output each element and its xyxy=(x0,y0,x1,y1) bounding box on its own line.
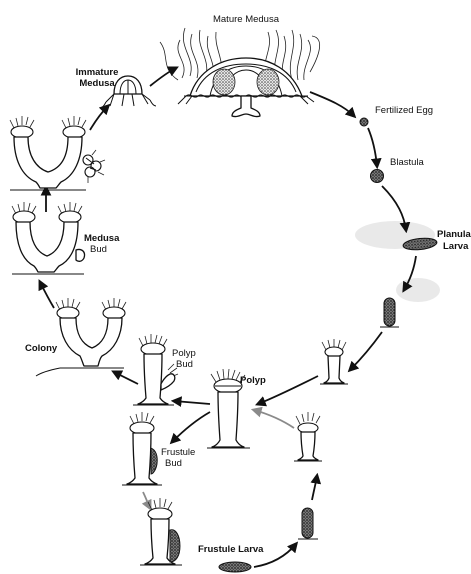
frustule-bud xyxy=(151,448,157,474)
mature-medusa-label: Mature Medusa xyxy=(213,14,280,25)
arrow-polyp-bud-to-colony xyxy=(114,372,138,384)
planula-larva-label-line2: Larva xyxy=(443,241,469,252)
planula-larva-label-line1: Planula xyxy=(437,229,471,240)
arrow-lower-young-polyp-to-polyp xyxy=(254,410,294,428)
medusa-gonad-right xyxy=(257,69,279,95)
blastula-label: Blastula xyxy=(390,157,425,168)
polyp-label: Polyp xyxy=(240,375,266,386)
medusa-bud-label-line1: Medusa xyxy=(84,233,120,244)
polyp-bud-label-line2: Bud xyxy=(176,359,193,370)
frustule-larva-label: Frustule Larva xyxy=(198,544,264,555)
arrow-polyp-to-frustule-bud xyxy=(172,412,210,442)
arrow-settled-to-young-polyp xyxy=(350,332,382,370)
immature-medusa-label-line1: Immature xyxy=(76,67,119,78)
arrow-colony-to-medusa-bud xyxy=(40,282,54,308)
medusa-manubrium xyxy=(232,96,260,117)
colony xyxy=(36,298,126,376)
polyp-with-frustule-bud xyxy=(122,412,162,485)
developing-medusae-cluster xyxy=(83,150,105,183)
arrow-medusa-to-egg xyxy=(310,92,354,116)
immature-medusa-label-line2: Medusa xyxy=(79,78,115,89)
polyp-bud-label-line1: Polyp xyxy=(172,348,196,359)
young-polyp xyxy=(320,339,348,384)
blastula xyxy=(371,170,384,183)
background-specks xyxy=(355,221,440,302)
medusa-bud-label-line2: Bud xyxy=(90,244,107,255)
arrow-young-polyp-to-polyp xyxy=(258,376,318,404)
arrow-immature-to-mature-medusa xyxy=(150,68,176,86)
frustule-bud-label-line2: Bud xyxy=(165,458,182,469)
fertilized-egg-label: Fertilized Egg xyxy=(375,105,433,116)
frustule-bud-label-line1: Frustule xyxy=(161,447,195,458)
arrow-egg-to-blastula xyxy=(368,128,377,166)
colony-label: Colony xyxy=(25,343,58,354)
arrow-polyp-to-polyp-bud xyxy=(174,401,210,404)
polyp-with-detaching-frustule xyxy=(140,498,182,565)
settled-planula xyxy=(384,298,395,326)
arrow-settled-frustule-to-polyp xyxy=(312,476,317,500)
young-polyp-lower xyxy=(294,412,322,461)
mature-medusa xyxy=(160,28,320,117)
settled-frustule xyxy=(302,508,313,538)
frustule-larva xyxy=(219,562,251,572)
colony-with-medusa-bud xyxy=(12,202,85,274)
medusa-bud xyxy=(76,249,85,261)
fertilized-egg xyxy=(360,118,368,126)
detaching-frustule xyxy=(170,530,180,562)
arrow-frustule-bud-to-detaching xyxy=(143,492,150,508)
medusa-gonad-left xyxy=(213,69,235,95)
polyp-with-polyp-bud xyxy=(133,334,178,405)
arrow-colony-to-immature-medusa xyxy=(90,106,108,130)
